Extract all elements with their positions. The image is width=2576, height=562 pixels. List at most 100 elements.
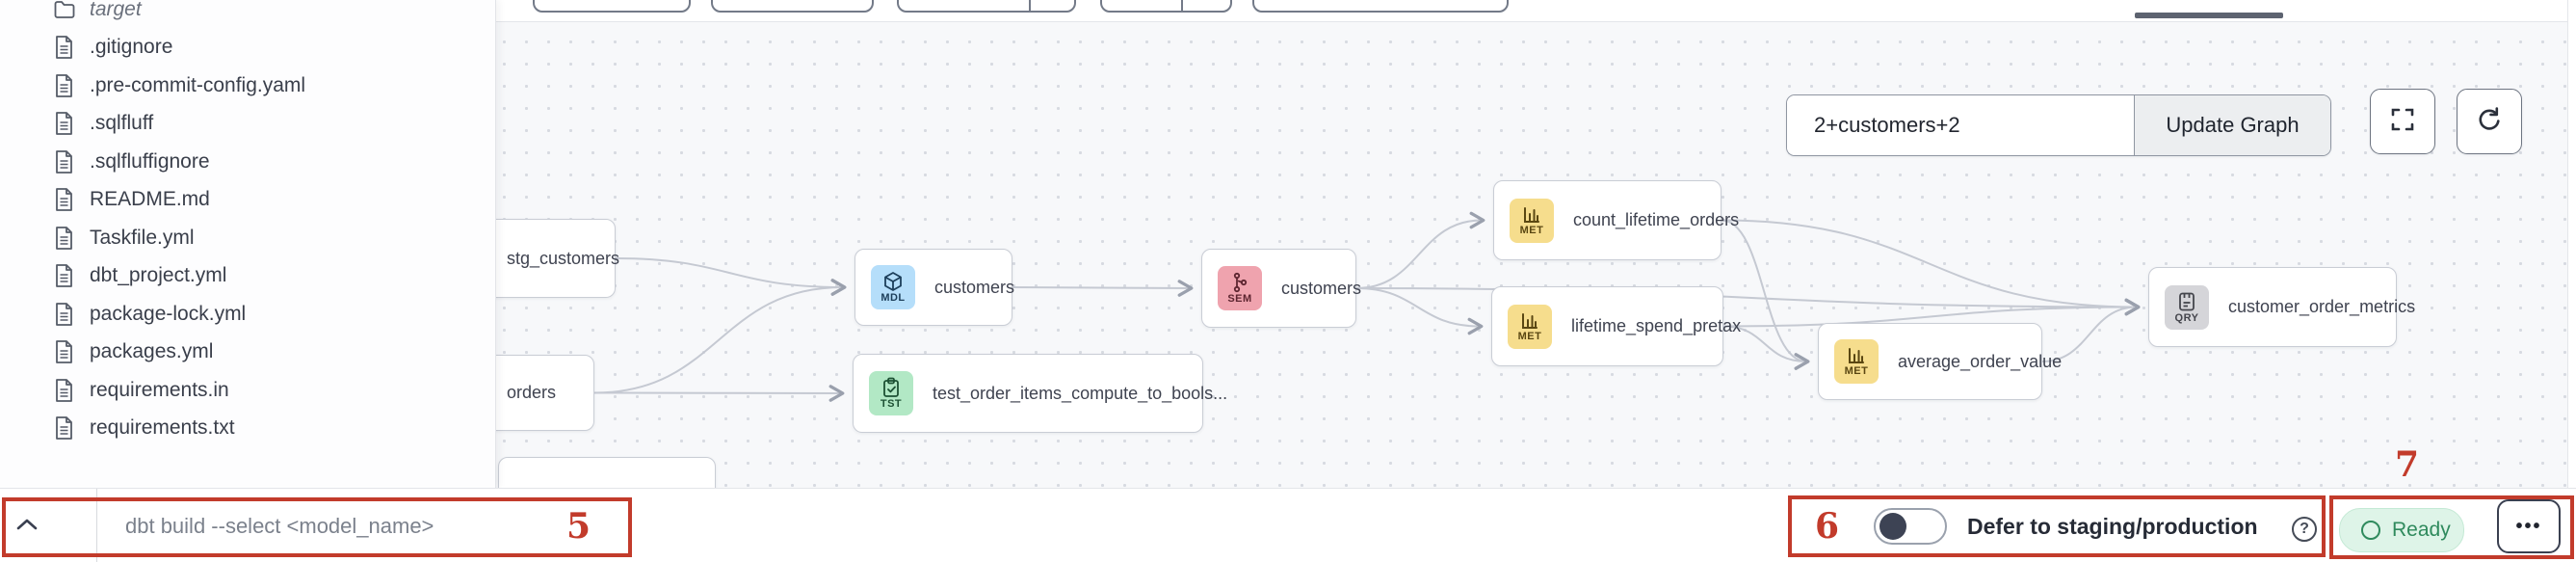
file-row-taskfile-yml[interactable]: Taskfile.yml [0,219,495,257]
file-icon [53,339,76,364]
toolbar-button-remnant[interactable] [1252,0,1509,13]
graph-node-count_lifetime_orders[interactable]: MET count_lifetime_orders [1493,180,1739,260]
file-icon [53,226,76,251]
edge-count_lifetime_orders-to-average_order_value [1721,219,1810,370]
file-row-package-lock-yml[interactable]: package-lock.yml [0,295,495,334]
fullscreen-icon [2389,106,2416,138]
file-explorer-sidebar: target .gitignore .pre-commit-config.yaml.… [0,0,496,488]
node-type-badge: MET [1519,224,1544,236]
refresh-button[interactable] [2457,89,2522,154]
file-name: .pre-commit-config.yaml [90,73,306,96]
edge-lifetime_spend_pretax-to-average_order_value [1722,325,1810,370]
file-name: Taskfile.yml [90,226,195,249]
edge-orders-to-test_order_items [593,385,845,402]
file-row--sqlfluff[interactable]: .sqlfluff [0,105,495,144]
right-scroll-gutter[interactable] [2567,0,2576,561]
file-icon [53,263,76,288]
graph-node-test_order_items[interactable]: TST test_order_items_compute_to_bools... [853,354,1227,433]
file-icon [53,415,76,441]
file-icon [53,302,76,327]
top-toolbar-strip [0,0,2576,22]
file-row-requirements-txt[interactable]: requirements.txt [0,410,495,448]
node-label: lifetime_spend_pretax [1571,316,1742,335]
graph-node-customer_order_metrics[interactable]: QRY customer_order_metrics [2148,267,2415,347]
file-icon [53,73,76,98]
bars-icon: MET [1508,304,1552,349]
active-tab-indicator [2135,13,2283,18]
file-row--gitignore[interactable]: .gitignore [0,29,495,67]
file-icon [53,35,76,60]
edge-average_order_value-to-customer_order_metrics [2041,298,2141,362]
edge-customers_mdl-to-customers_sem [1012,280,1194,297]
node-label: customer_order_metrics [2228,297,2416,316]
file-name: requirements.txt [90,416,235,440]
file-row-packages-yml[interactable]: packages.yml [0,334,495,372]
file-row-requirements-in[interactable]: requirements.in [0,371,495,410]
toolbar-button-remnant[interactable] [533,0,691,13]
file-name: .gitignore [90,36,173,59]
toolbar-button-remnant[interactable] [897,0,1076,13]
node-label: stg_customers [507,248,620,268]
file-icon [53,187,76,212]
file-row-dbt-project-yml[interactable]: dbt_project.yml [0,257,495,296]
file-list: target .gitignore .pre-commit-config.yaml.… [0,0,495,447]
edge-lifetime_spend_pretax-to-customer_order_metrics [1722,298,2141,328]
file-row--sqlfluffignore[interactable]: .sqlfluffignore [0,143,495,181]
clipboard-icon: TST [869,371,913,415]
semantic-icon: SEM [1218,266,1262,310]
graph-node-customers_sem[interactable]: SEM customers [1201,249,1361,328]
edge-customers_sem-to-lifetime_spend_pretax [1355,287,1484,335]
divider [96,489,97,562]
file-name: README.md [90,188,210,211]
more-options-button[interactable]: ••• [2497,499,2561,553]
button-divider [1181,0,1183,11]
file-icon [53,378,76,403]
graph-node-customers_mdl[interactable]: MDL customers [854,249,1015,326]
defer-toggle[interactable] [1874,508,1947,545]
chevron-up-icon [14,517,39,535]
file-name: packages.yml [90,340,214,363]
query-icon: QRY [2165,284,2209,330]
graph-selector-input[interactable] [1787,95,2134,155]
status-badge: Ready [2339,508,2464,552]
edge-orders-to-customers_mdl [593,279,847,394]
toolbar-button-remnant[interactable] [711,0,874,13]
folder-icon [53,0,76,22]
node-label: average_order_value [1898,351,2063,371]
graph-selector-group: Update Graph [1786,94,2331,156]
file-row-target[interactable]: target [0,0,495,29]
node-label: customers [934,277,1015,297]
node-label: test_order_items_compute_to_bools... [933,383,1228,403]
node-type-badge: MET [1844,365,1869,377]
toolbar-button-remnant[interactable] [1100,0,1232,13]
node-type-badge: MDL [881,292,906,304]
refresh-icon [2475,105,2504,139]
file-name: requirements.in [90,378,229,401]
button-divider [1029,0,1031,11]
bars-icon: MET [1510,198,1554,243]
node-type-badge: MET [1517,330,1542,342]
file-row--pre-commit-config-yaml[interactable]: .pre-commit-config.yaml [0,67,495,105]
update-graph-button[interactable]: Update Graph [2134,95,2330,155]
collapse-panel-button[interactable] [8,508,46,543]
file-name: target [90,0,142,20]
status-ring-icon [2361,521,2380,540]
graph-node-lifetime_spend_pretax[interactable]: MET lifetime_spend_pretax [1491,286,1741,366]
node-label: customers [1281,278,1362,298]
cube-icon: MDL [871,265,915,309]
node-label: orders [507,383,557,402]
edge-stg_customers-to-customers_mdl [615,257,847,296]
help-icon[interactable]: ? [2292,517,2317,542]
file-row-readme-md[interactable]: README.md [0,181,495,220]
graph-node-average_order_value[interactable]: MET average_order_value [1818,323,2062,400]
file-icon [53,111,76,136]
file-name: .sqlfluff [90,112,154,135]
file-name: package-lock.yml [90,302,247,325]
dbt-command-input[interactable] [123,502,609,550]
bars-icon: MET [1834,339,1879,384]
edge-count_lifetime_orders-to-customer_order_metrics [1721,219,2141,316]
node-type-badge: QRY [2174,311,2199,324]
file-icon [53,149,76,174]
node-label: count_lifetime_orders [1573,210,1740,229]
fullscreen-button[interactable] [2370,89,2435,154]
